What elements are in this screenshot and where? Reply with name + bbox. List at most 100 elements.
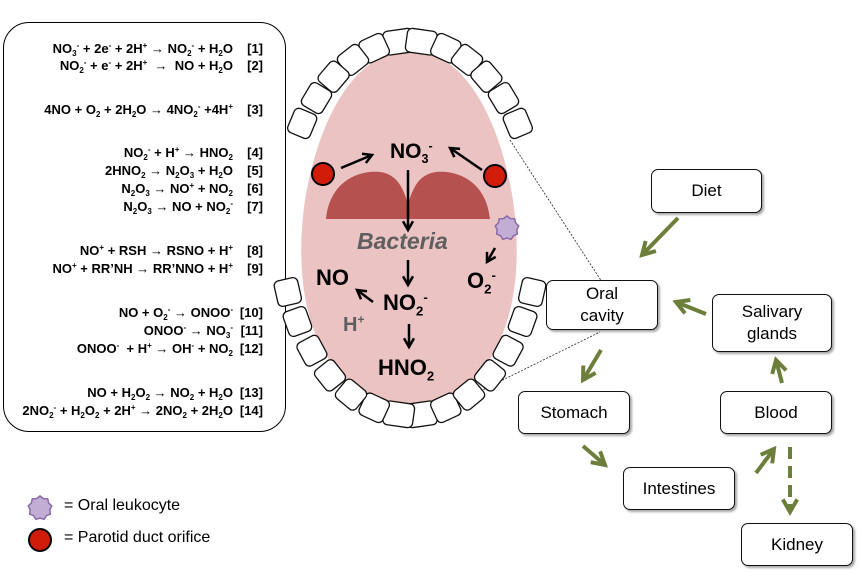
tooth-icon [317,60,350,93]
arrow-stomach-to-intestines [581,444,605,465]
sup: + [357,312,365,327]
equation-number: [1] [247,41,263,56]
arrow-nitrite-to-no [354,288,374,303]
sup: - [491,267,496,283]
tooth-icon [473,359,507,392]
equation-text: 4NO + O2 + 2H2O → 4NO2- +4H+ [44,102,233,119]
equation-6: N2O3 → NO+ + NO2 [6] [121,181,263,198]
equation-number: [7] [247,199,263,214]
equation-number: [5] [247,163,263,178]
equation-5: 2HNO2 → N2O3 + H2O [5] [104,163,263,180]
equation-2: NO2- + e- + 2H+ → NO + H2O[2] [59,58,263,75]
arrow-parotid-left-to-nitrate [340,152,375,170]
tooth-icon [334,378,368,411]
arrow-oral-to-stomach [583,348,603,380]
equation-10: NO + O2- → ONOO- [10] [118,305,263,322]
equation-9: NO+ + RR’NH → RR’NNO + H+ [9] [52,261,263,276]
node-oral-cavity: Oral cavity [546,280,658,330]
node-blood: Blood [720,391,832,434]
tooth-icon [487,81,520,115]
equation-13: NO + H2O2 → NO2 + H2O [13] [87,385,263,402]
node-label: cavity [580,306,624,325]
equation-text: N2O3 → NO+ + NO2 [121,181,233,198]
equation-number: [6] [247,181,263,196]
node-label: Intestines [642,478,716,498]
equation-7: N2O3 → NO + NO2- [7] [123,199,263,216]
node-label: Salivary [741,302,803,321]
parotid-duct-right-icon [483,164,507,188]
equation-12: ONOO- + H+ → OH- + NO2 [12] [76,341,263,358]
equation-text: NO2- + e- + 2H+ → NO + H2O [59,58,233,75]
equation-14: 2NO2- + H2O2 + 2H+ → 2NO2 + 2H2O [14] [22,403,263,420]
leukocyte-icon [494,215,520,241]
tooth-icon [287,107,318,140]
node-label: Stomach [540,402,608,422]
equation-number: [8] [247,243,263,258]
equation-3: 4NO + O2 + 2H2O → 4NO2- +4H+ [3] [44,102,263,119]
equation-text: NO+ + RSH → RSNO + H+ [79,243,233,258]
arrow-blood-to-salivary [776,360,782,384]
equation-text: NO + O2- → ONOO- [118,305,233,322]
equation-text: ONOO- + H+ → OH- + NO2 [76,341,233,358]
tooth-icon [358,392,391,424]
node-label: Kidney [771,534,823,554]
equation-text: ONOO- → NO3- [143,323,233,340]
superoxide-label: O2- [467,267,496,297]
equation-4: NO2- + H+ → HNO2 [4] [123,145,263,162]
arrow-diet-to-oral [642,216,680,255]
equation-text: NO + H2O2 → NO2 + H2O [87,385,233,402]
sub: 2 [416,303,424,319]
equation-text: 2HNO2 → N2O3 + H2O [104,163,233,180]
equation-number: [11] [240,323,263,338]
equation-number: [13] [239,385,263,400]
node-kidney: Kidney [741,523,853,566]
arrow-leukocyte-to-superoxide [485,247,497,265]
no-label: NO [316,265,349,290]
node-label: Diet [691,181,722,200]
nitrite-label: NO2- [383,289,428,319]
mouth [273,27,547,429]
legend-leukocyte-icon [27,495,53,521]
zoom-line-bottom [451,331,601,406]
node-label: Oral [585,284,619,303]
tooth-icon [273,277,303,307]
equation-text: NO+ + RR’NH → RR’NNO + H+ [52,261,233,276]
node-label: Blood [754,402,798,422]
hno2-label: HNO2 [378,355,435,384]
proton-label: H+ [343,312,365,336]
sub: 3 [421,152,429,167]
equation-11: ONOO- → NO3- [11] [143,323,263,340]
tooth-icon [507,305,538,338]
tooth-icon [517,277,547,307]
tooth-icon [296,334,328,367]
arrow-parotid-right-to-nitrate [447,146,483,172]
equation-text: NO2- + H+ → HNO2 [123,145,233,162]
arrow-intestines-to-blood [754,449,774,475]
tooth-icon [470,60,503,93]
equations-panel: NO3- + 2e- + 2H+ → NO2- + H2O[1]NO2- + e… [3,22,286,432]
tooth-icon [429,392,462,424]
tooth-icon [313,359,347,392]
equation-number: [10] [239,305,263,320]
tooth-icon [492,334,524,367]
legend-parotid-icon [28,528,52,552]
equation-text: N2O3 → NO + NO2- [123,199,233,216]
equation-8: NO+ + RSH → RSNO + H+ [8] [80,243,263,258]
equation-number: [4] [247,145,263,160]
tooth-icon [502,107,533,140]
sup: - [423,289,428,305]
equation-number: [14] [239,403,263,418]
equation-number: [12] [239,341,263,356]
equation-text: 2NO2- + H2O2 + 2H+ → 2NO2 + 2H2O [22,403,233,420]
equation-1: NO3- + 2e- + 2H+ → NO2- + H2O[1] [53,41,263,58]
tongue-icon [326,171,490,219]
node-intestines: Intestines [623,467,735,510]
equation-number: [3] [247,102,263,117]
tooth-icon [282,305,313,338]
legend-parotid-label: = Parotid duct orifice [64,529,211,546]
equation-number: [9] [247,261,263,276]
sub: 2 [426,368,435,384]
parotid-duct-left-icon [311,162,335,186]
